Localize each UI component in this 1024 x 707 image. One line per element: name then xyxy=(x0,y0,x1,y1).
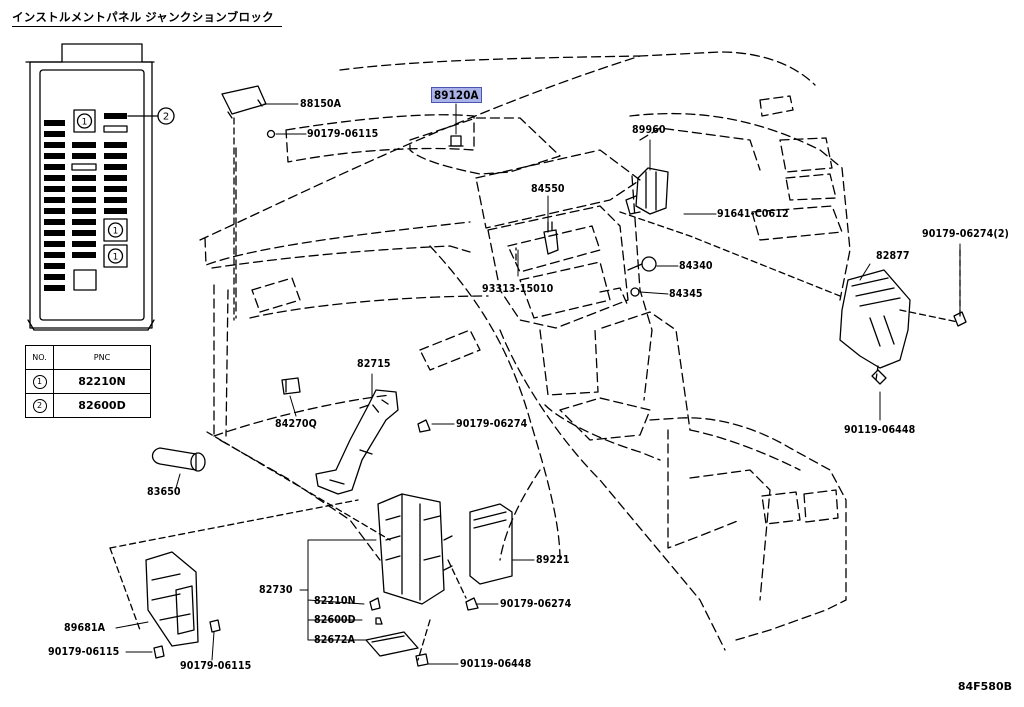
legend-row: 1 82210N xyxy=(25,369,151,394)
part-label-83650[interactable]: 83650 xyxy=(147,486,181,498)
part-label-89120A-highlighted[interactable]: 89120A xyxy=(431,87,482,103)
part-89120A-illustration xyxy=(448,135,464,147)
part-84345-illustration xyxy=(630,287,640,297)
legend-row: 2 82600D xyxy=(25,393,151,418)
junction-block-illustration xyxy=(25,43,175,331)
part-label-84340[interactable]: 84340 xyxy=(679,260,713,272)
leader-lines xyxy=(115,103,961,665)
leader-dashed-lines xyxy=(109,117,961,661)
legend-row-no: 2 xyxy=(32,399,47,413)
part-label-84550[interactable]: 84550 xyxy=(531,183,565,195)
part-label-82600D[interactable]: 82600D xyxy=(314,614,356,626)
part-label-82672A[interactable]: 82672A xyxy=(314,634,356,646)
part-88150A-illustration xyxy=(221,85,276,139)
part-label-89221[interactable]: 89221 xyxy=(536,554,570,566)
part-label-88150A[interactable]: 88150A xyxy=(300,98,342,110)
part-82210N-82600D-illustration xyxy=(365,597,429,667)
page-title: インストルメントパネル ジャンクションブロック xyxy=(12,11,282,27)
part-82715-illustration xyxy=(315,389,431,495)
part-84340-illustration xyxy=(627,256,657,272)
legend-header-row: NO. PNC xyxy=(25,345,151,370)
legend-header-pnc: PNC xyxy=(53,345,151,370)
fuse-slots xyxy=(44,113,127,291)
part-84270Q-illustration xyxy=(281,377,301,395)
figure-reference-code: 84F580B xyxy=(957,680,1012,693)
legend-row-pnc[interactable]: 82210N xyxy=(53,369,151,394)
part-label-82877[interactable]: 82877 xyxy=(876,250,910,262)
part-label-90179-06115[interactable]: 90179-06115 xyxy=(307,128,379,140)
part-label-84270Q[interactable]: 84270Q xyxy=(275,418,317,430)
part-89960-illustration xyxy=(625,167,669,215)
part-label-90179-06274-2[interactable]: 90179-06274(2) xyxy=(922,228,1010,240)
legend-row-no: 1 xyxy=(32,375,47,389)
part-label-93313-15010[interactable]: 93313-15010 xyxy=(482,283,554,295)
part-label-90119-06448[interactable]: 90119-06448 xyxy=(844,424,916,436)
legend-header-no: NO. xyxy=(25,345,54,370)
part-89221-illustration xyxy=(465,503,513,611)
part-82730-illustration xyxy=(377,493,453,605)
part-label-90179-06274[interactable]: 90179-06274 xyxy=(500,598,572,610)
part-82877-illustration xyxy=(839,269,967,385)
part-84550-illustration xyxy=(543,221,559,255)
part-label-82210N[interactable]: 82210N xyxy=(314,595,356,607)
legend-row-pnc[interactable]: 82600D xyxy=(53,393,151,418)
part-label-89681A[interactable]: 89681A xyxy=(64,622,106,634)
part-label-82730[interactable]: 82730 xyxy=(259,584,293,596)
part-label-91641-C0612[interactable]: 91641-C0612 xyxy=(717,208,789,220)
part-83650-illustration xyxy=(151,447,206,472)
part-label-90179-06274[interactable]: 90179-06274 xyxy=(456,418,528,430)
part-label-90119-06448[interactable]: 90119-06448 xyxy=(460,658,532,670)
instrument-panel-outline xyxy=(199,51,851,651)
part-89681A-illustration xyxy=(145,551,221,659)
pnc-legend-table: NO. PNC 1 82210N 2 82600D xyxy=(25,345,151,418)
part-label-90179-06115[interactable]: 90179-06115 xyxy=(180,660,252,672)
part-label-89960[interactable]: 89960 xyxy=(632,124,666,136)
part-label-82715[interactable]: 82715 xyxy=(357,358,391,370)
part-label-90179-06115[interactable]: 90179-06115 xyxy=(48,646,120,658)
part-label-84345[interactable]: 84345 xyxy=(669,288,703,300)
